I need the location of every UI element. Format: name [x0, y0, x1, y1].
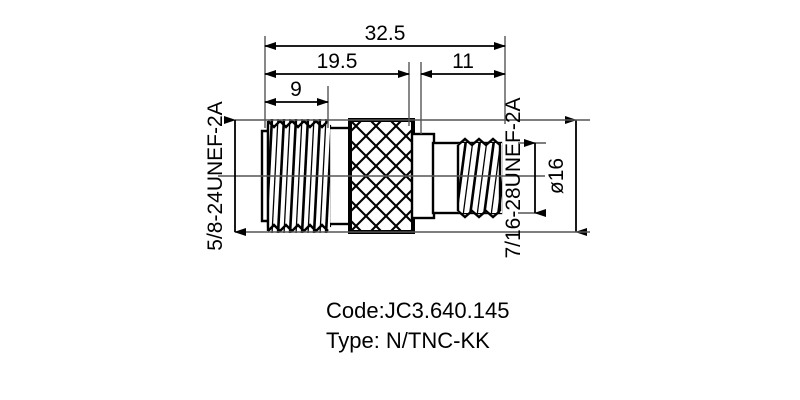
right-thread-profile	[458, 143, 502, 213]
dimension-outer-diameter: ø16	[545, 116, 590, 236]
dimension-left-thread-spec: 5/8-24UNEF-2A	[204, 101, 246, 251]
dimension-outer-diameter-label: ø16	[545, 158, 568, 194]
dimension-left-thread-label: 9	[290, 78, 302, 101]
left-thread-crest-top	[267, 119, 329, 129]
dimension-right-section: 11	[420, 50, 506, 78]
caption-block: Code:JC3.640.145 Type: N/TNC-KK	[326, 298, 509, 353]
dimension-left-section-label: 19.5	[317, 50, 358, 73]
right-thread-crest-top	[457, 137, 501, 147]
right-thread-crest-bottom	[457, 209, 501, 219]
dimension-overall-length-label: 32.5	[365, 22, 406, 45]
caption-type: Type: N/TNC-KK	[326, 328, 490, 353]
left-thread-spec-label: 5/8-24UNEF-2A	[204, 101, 227, 250]
extension-lines	[235, 36, 548, 233]
dimension-left-section: 19.5	[264, 50, 410, 78]
dimension-overall-length: 32.5	[264, 22, 506, 50]
dimension-right-section-label: 11	[452, 50, 474, 73]
dimension-right-thread-spec: 7/16-28UNEF-2A	[502, 97, 546, 259]
caption-code: Code:JC3.640.145	[326, 298, 509, 323]
dimension-left-thread: 9	[264, 78, 329, 106]
left-thread-crest-bottom	[267, 223, 329, 233]
right-thread-spec-label: 7/16-28UNEF-2A	[502, 97, 525, 258]
